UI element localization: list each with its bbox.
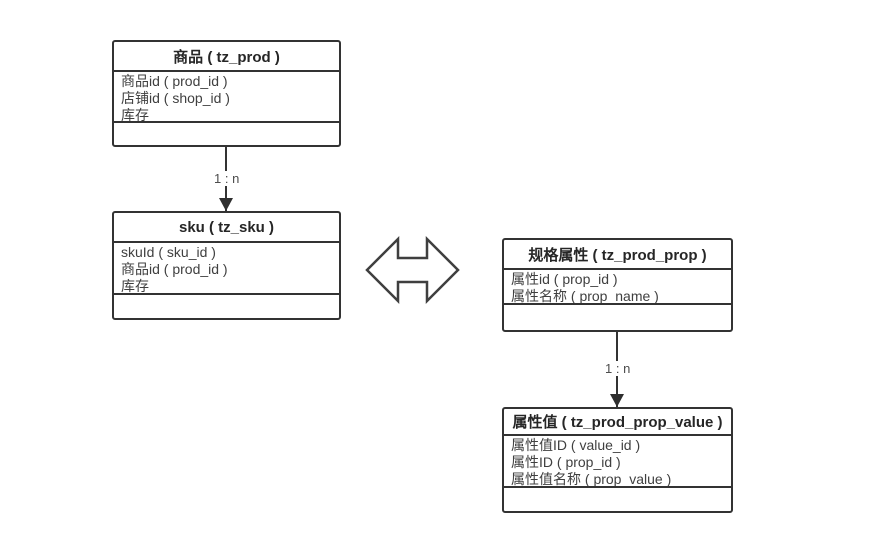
entity-prod-prop-title: 规格属性 ( tz_prod_prop ) <box>504 240 731 270</box>
entity-field: skuId ( sku_id ) <box>121 244 216 260</box>
cardinality-label: 1 : n <box>211 171 243 186</box>
entity-sku-fields: skuId ( sku_id ) 商品id ( prod_id ) 库存 <box>114 243 339 295</box>
entity-field: 店铺id ( shop_id ) <box>121 90 230 106</box>
entity-field: 属性ID ( prop_id ) <box>511 454 621 470</box>
entity-field: 属性id ( prop_id ) <box>511 271 618 287</box>
entity-prod-prop-value-title: 属性值 ( tz_prod_prop_value ) <box>504 409 731 436</box>
connector-prop-prop-value: 1 : n <box>602 332 634 407</box>
entity-field: 属性值ID ( value_id ) <box>511 437 641 453</box>
entity-field: 库存 <box>121 278 149 294</box>
entity-prod: 商品 ( tz_prod ) 商品id ( prod_id ) 店铺id ( s… <box>112 40 341 147</box>
entity-field: 属性值名称 ( prop_value ) <box>511 471 672 487</box>
entity-prod-title: 商品 ( tz_prod ) <box>114 42 339 72</box>
entity-prod-prop: 规格属性 ( tz_prod_prop ) 属性id ( prop_id ) 属… <box>502 238 733 332</box>
double-arrow-icon <box>365 235 460 305</box>
entity-prod-prop-value-fields: 属性值ID ( value_id ) 属性ID ( prop_id ) 属性值名… <box>504 436 731 488</box>
entity-sku-title: sku ( tz_sku ) <box>114 213 339 243</box>
entity-prod-fields: 商品id ( prod_id ) 店铺id ( shop_id ) 库存 <box>114 72 339 123</box>
connector-prod-sku: 1 : n <box>211 147 243 211</box>
entity-prod-prop-value: 属性值 ( tz_prod_prop_value ) 属性值ID ( value… <box>502 407 733 513</box>
entity-footer <box>504 305 731 330</box>
entity-footer <box>114 123 339 145</box>
entity-field: 属性名称 ( prop_name ) <box>511 288 659 304</box>
entity-footer <box>114 295 339 318</box>
entity-prod-prop-fields: 属性id ( prop_id ) 属性名称 ( prop_name ) <box>504 270 731 305</box>
cardinality-label: 1 : n <box>602 361 634 376</box>
arrowhead-down-icon <box>610 394 624 407</box>
entity-field: 库存 <box>121 107 149 123</box>
entity-field: 商品id ( prod_id ) <box>121 73 228 89</box>
arrowhead-down-icon <box>219 198 233 211</box>
entity-footer <box>504 488 731 511</box>
entity-field: 商品id ( prod_id ) <box>121 261 228 277</box>
entity-sku: sku ( tz_sku ) skuId ( sku_id ) 商品id ( p… <box>112 211 341 320</box>
